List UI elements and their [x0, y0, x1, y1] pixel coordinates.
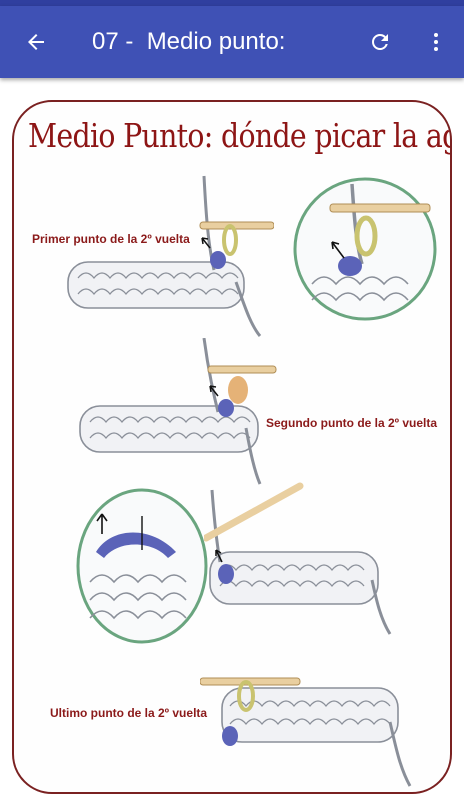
zoom-circle-first — [293, 177, 437, 321]
more-vert-icon — [434, 33, 438, 51]
page-title: 07 - Medio punto: — [92, 28, 286, 55]
illustration-heading: Medio Punto: dónde picar la aguja — [28, 116, 450, 155]
zoom-circle-middle — [76, 488, 208, 644]
back-button[interactable] — [12, 18, 60, 66]
status-bar — [0, 0, 464, 6]
label-second-stitch: Segundo punto de la 2º vuelta — [266, 416, 438, 430]
diagram-second-stitch — [79, 338, 277, 485]
diagram-last-stitch — [200, 677, 412, 787]
app-bar: 07 - Medio punto: — [0, 6, 464, 78]
arrow-back-icon — [28, 34, 44, 50]
refresh-button[interactable] — [356, 18, 404, 66]
label-first-stitch: Primer punto de la 2º vuelta — [32, 232, 190, 246]
label-last-stitch: Ultimo punto de la 2º vuelta — [50, 706, 208, 720]
crochet-illustration: Medio Punto: dónde picar la aguja Primer… — [12, 100, 452, 794]
content-area[interactable]: Medio Punto: dónde picar la aguja Primer… — [0, 78, 464, 800]
diagram-first-stitch — [67, 175, 274, 337]
diagram-middle-stitch — [204, 482, 392, 635]
refresh-icon — [372, 34, 388, 50]
more-options-button[interactable] — [412, 18, 460, 66]
